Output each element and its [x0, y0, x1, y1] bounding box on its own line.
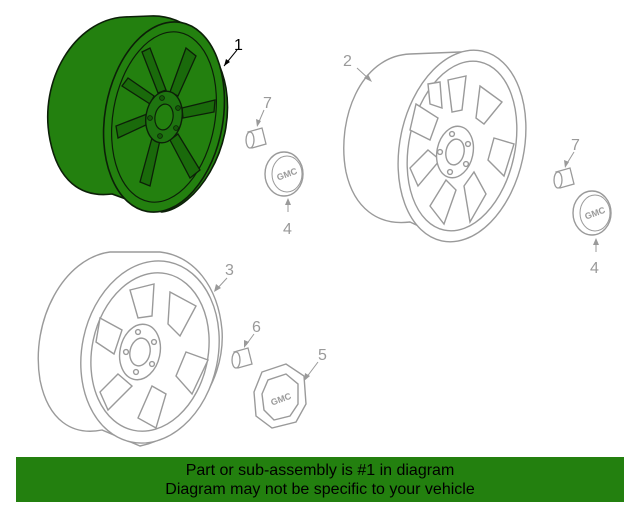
- wheel-part-3[interactable]: [37, 248, 235, 456]
- leader-arrow-3: [214, 284, 221, 292]
- leader-arrow-7a: [256, 119, 261, 127]
- wheel-3-windows: [95, 283, 209, 430]
- wheel-3-center-bore: [129, 337, 151, 367]
- wheel-1-spokes: [115, 46, 216, 187]
- leader-arrow-2: [364, 74, 372, 82]
- leader-arrow-6: [244, 340, 249, 348]
- banner-line-1: Part or sub-assembly is #1 in diagram: [185, 462, 455, 479]
- leader-arrow-5: [304, 373, 310, 381]
- wheel-1-rim-inner: [111, 31, 217, 203]
- leader-arrow-4a: [285, 198, 291, 205]
- wheel-1-center-bore: [154, 103, 174, 131]
- callout-5: 5: [318, 347, 327, 364]
- lug-nut-part-7b[interactable]: [553, 167, 575, 189]
- wheel-part-2[interactable]: [343, 38, 543, 254]
- callout-2: 2: [343, 53, 352, 70]
- banner-line-2: Diagram may not be specific to your vehi…: [165, 481, 475, 498]
- callout-3: 3: [225, 262, 234, 279]
- callout-6: 6: [252, 319, 261, 336]
- lug-nut-part-7a[interactable]: [245, 127, 267, 149]
- leader-arrow-1: [224, 59, 230, 66]
- info-banner: Part or sub-assembly is #1 in diagram Di…: [16, 457, 624, 502]
- wheel-2-windows: [409, 75, 515, 226]
- wheel-part-1[interactable]: [46, 12, 239, 222]
- lug-nut-part-6[interactable]: [231, 347, 253, 369]
- callout-4a: 4: [283, 221, 292, 238]
- leader-arrow-7b: [564, 160, 569, 168]
- wheel-2-lug-holes: [436, 130, 472, 176]
- wheel-2-rim-inner: [406, 60, 518, 232]
- callout-1: 1: [234, 37, 243, 54]
- callout-7a: 7: [263, 95, 272, 112]
- leader-arrow-4b: [593, 238, 599, 245]
- callout-7b: 7: [571, 137, 580, 154]
- wheel-3-lug-holes: [122, 328, 158, 376]
- wheel-1-lug-holes: [147, 95, 181, 139]
- callout-4b: 4: [590, 260, 599, 277]
- center-cap-part-4b[interactable]: GMC: [572, 190, 612, 236]
- hub-cap-part-5[interactable]: GMC: [253, 363, 307, 429]
- wheel-2-center-bore: [445, 138, 465, 166]
- center-cap-part-4a[interactable]: GMC: [264, 151, 304, 197]
- parts-diagram: 1 2: [37, 12, 612, 456]
